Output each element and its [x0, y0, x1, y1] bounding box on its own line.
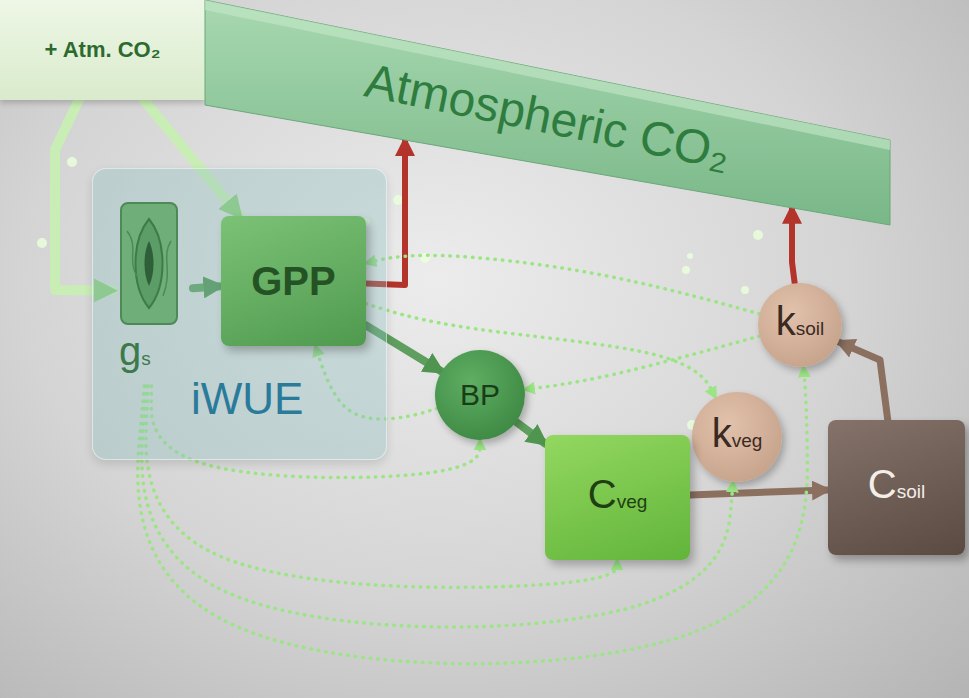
influence-arrow — [366, 255, 760, 314]
ksoil-circle: ksoil — [758, 283, 842, 367]
bubble — [393, 195, 403, 205]
node-label: Csoil — [868, 461, 925, 515]
node-label: + Atm. CO₂ — [45, 37, 161, 63]
kveg-circle: kveg — [692, 392, 782, 482]
node-label: iWUE — [191, 374, 303, 424]
bubble — [37, 238, 47, 248]
node-label: gs — [119, 328, 151, 382]
node-label: GPP — [251, 259, 335, 304]
cveg-box: Cveg — [545, 435, 690, 560]
gpp-box: GPP — [221, 216, 366, 346]
node-label: kveg — [712, 410, 763, 464]
stomata-tile: gs — [113, 196, 193, 386]
input-band: + Atm. CO₂ — [0, 0, 205, 100]
influence-arrow — [525, 336, 760, 389]
stoma-pore — [145, 241, 154, 286]
bubble — [753, 230, 763, 240]
stomata-illustration — [119, 201, 179, 326]
iwue-panel: iWUE gs GPP — [92, 168, 387, 460]
node-label: Cveg — [588, 471, 648, 525]
flux-arrow — [516, 422, 545, 444]
guard-cells — [136, 219, 163, 308]
node-label: BP — [460, 378, 500, 412]
bubble — [682, 266, 690, 274]
tile-face — [121, 203, 177, 324]
flux-arrow — [792, 208, 795, 284]
influence-arrow — [366, 304, 716, 398]
bubble — [67, 157, 77, 167]
bubble — [687, 253, 693, 259]
cell-walls — [127, 231, 171, 296]
bubble — [741, 286, 749, 294]
csoil-box: Csoil — [828, 420, 965, 555]
flux-arrow — [838, 342, 887, 420]
node-label: ksoil — [776, 298, 825, 352]
bp-circle: BP — [435, 350, 525, 440]
